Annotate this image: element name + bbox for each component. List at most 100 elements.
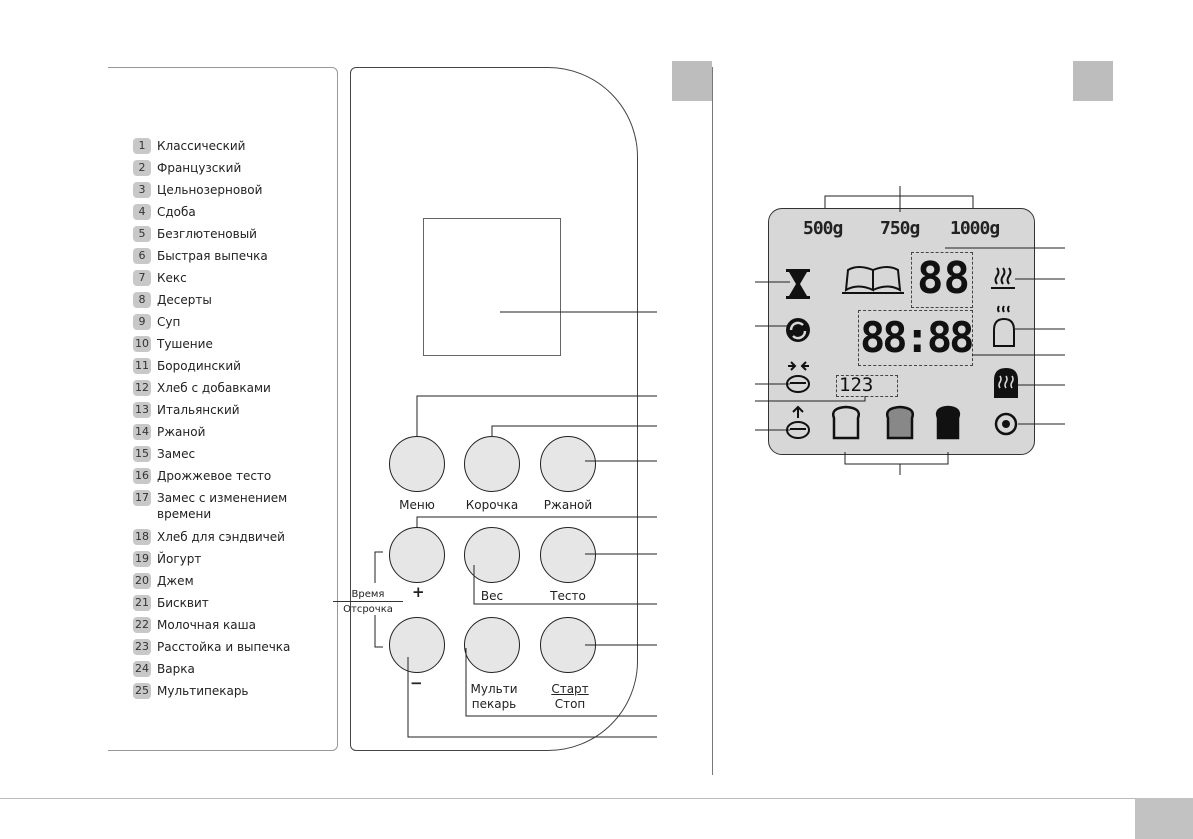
program-label: Суп — [157, 315, 181, 329]
hourglass-icon — [786, 269, 810, 299]
program-item: 10 Тушение — [133, 336, 307, 352]
program-label: Французский — [157, 161, 242, 175]
rise-icon — [786, 405, 810, 439]
program-item: 19 Йогурт — [133, 551, 307, 567]
program-label: Сдоба — [157, 205, 196, 219]
time-minus-button[interactable] — [389, 617, 445, 673]
control-panel — [350, 67, 638, 751]
toast-icon — [994, 368, 1018, 398]
multibaker-label-line1: Мульти — [470, 682, 518, 696]
crust-button[interactable] — [464, 436, 520, 492]
program-label: Быстрая выпечка — [157, 249, 268, 263]
dough-button[interactable] — [540, 527, 596, 583]
program-number: 19 — [133, 551, 151, 567]
program-label: Хлеб для сэндвичей — [157, 530, 285, 544]
program-label: Тушение — [157, 337, 213, 351]
plus-sign: + — [412, 583, 425, 601]
program-label: Бородинский — [157, 359, 241, 373]
rye-button[interactable] — [540, 436, 596, 492]
display-window — [423, 218, 561, 356]
program-label: Расстойка и выпечка — [157, 640, 291, 654]
crust-button-label: Корочка — [465, 498, 519, 512]
weight-500-label: 500g — [803, 218, 843, 239]
program-label: Замес с изменением времени — [157, 491, 288, 521]
program-label: Йогурт — [157, 552, 202, 566]
program-number: 21 — [133, 595, 151, 611]
program-number: 22 — [133, 617, 151, 633]
program-number: 11 — [133, 358, 151, 374]
recipe-book-icon — [842, 266, 904, 294]
program-number: 3 — [133, 182, 151, 198]
time-digits-frame — [858, 310, 973, 366]
program-number: 10 — [133, 336, 151, 352]
program-item: 22 Молочная каша — [133, 617, 307, 633]
medium-crust-icon — [886, 405, 914, 440]
program-label: Дрожжевое тесто — [157, 469, 272, 483]
program-item: 8 Десерты — [133, 292, 307, 308]
program-number: 24 — [133, 661, 151, 677]
leader-lines — [374, 186, 1065, 738]
program-digits: 88 — [917, 253, 970, 304]
program-label: Цельнозерновой — [157, 183, 263, 197]
program-label: Молочная каша — [157, 618, 256, 632]
light-crust-icon — [832, 405, 860, 440]
program-item: 9 Суп — [133, 314, 307, 330]
program-number: 16 — [133, 468, 151, 484]
start-label: Старт — [551, 682, 589, 696]
footer-line — [0, 798, 1135, 799]
program-digits-frame — [911, 252, 973, 308]
rye-button-label: Ржаной — [543, 498, 593, 512]
section-tab-right — [1073, 61, 1113, 101]
program-number: 13 — [133, 402, 151, 418]
program-number: 2 — [133, 160, 151, 176]
footer-tab — [1135, 798, 1193, 839]
menu-button-label: Меню — [399, 498, 435, 512]
program-item: 2 Французский — [133, 160, 307, 176]
program-label: Замес — [157, 447, 196, 461]
weight-750-label: 750g — [880, 218, 920, 239]
program-number: 5 — [133, 226, 151, 242]
weight-button[interactable] — [464, 527, 520, 583]
menu-button[interactable] — [389, 436, 445, 492]
program-number: 14 — [133, 424, 151, 440]
program-label: Мультипекарь — [157, 684, 249, 698]
program-number: 15 — [133, 446, 151, 462]
time-plus-button[interactable] — [389, 527, 445, 583]
power-indicator-icon — [994, 412, 1018, 436]
program-number: 18 — [133, 529, 151, 545]
stage-digits-frame — [836, 375, 898, 397]
bake-icon — [993, 305, 1015, 347]
dark-crust-icon — [935, 405, 961, 440]
weight-button-label: Вес — [480, 589, 504, 603]
page-divider — [712, 67, 713, 775]
keep-warm-icon — [991, 267, 1015, 289]
program-number: 1 — [133, 138, 151, 154]
time-label: Время — [351, 589, 385, 600]
program-item: 16 Дрожжевое тесто — [133, 468, 307, 484]
program-number: 8 — [133, 292, 151, 308]
program-item: 15 Замес — [133, 446, 307, 462]
program-number: 9 — [133, 314, 151, 330]
program-item: 18 Хлеб для сэндвичей — [133, 529, 307, 545]
program-item: 6 Быстрая выпечка — [133, 248, 307, 264]
delay-label: Отсрочка — [333, 601, 403, 617]
multibaker-button[interactable] — [464, 617, 520, 673]
program-label: Джем — [157, 574, 194, 588]
stop-label: Стоп — [554, 697, 586, 711]
program-label: Десерты — [157, 293, 212, 307]
multibaker-label-line2: пекарь — [471, 697, 517, 711]
program-number: 6 — [133, 248, 151, 264]
program-item: 11 Бородинский — [133, 358, 307, 374]
